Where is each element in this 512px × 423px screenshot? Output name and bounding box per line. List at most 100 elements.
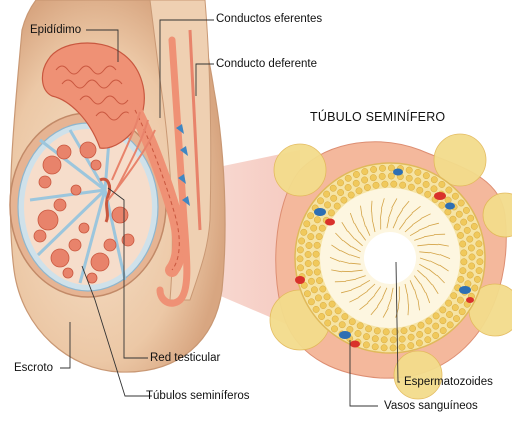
germ-cell	[312, 250, 320, 258]
germ-cell	[373, 327, 381, 335]
sperm-tail	[417, 244, 428, 247]
sperm-tail	[398, 220, 406, 230]
germ-cell	[387, 164, 395, 172]
sperm-tail	[335, 232, 344, 242]
germ-cell	[473, 275, 481, 283]
sperm-tail	[428, 268, 438, 276]
germ-cell	[312, 259, 320, 267]
germ-cell	[446, 321, 454, 329]
germ-cell	[473, 231, 481, 239]
germ-cell	[340, 196, 348, 204]
germ-cell	[327, 209, 335, 217]
germ-cell	[467, 244, 475, 252]
germ-cell	[460, 218, 468, 226]
sperm-tail	[439, 254, 451, 259]
germ-cell	[303, 290, 311, 298]
germ-cell	[475, 240, 483, 248]
germ-cell	[313, 216, 321, 224]
germ-cell	[379, 164, 386, 172]
germ-cell	[466, 235, 474, 243]
germ-cell	[310, 286, 318, 294]
germ-cell	[324, 201, 331, 209]
germ-cell	[407, 342, 415, 350]
sperm-tail	[360, 279, 371, 286]
germ-cell	[362, 341, 370, 349]
sperm-tail	[345, 278, 357, 282]
germ-cell	[361, 168, 369, 176]
leader-epididimo	[86, 29, 119, 62]
germ-cell	[312, 305, 320, 313]
germ-cell	[363, 184, 371, 191]
germ-cell	[355, 187, 363, 195]
germ-cell	[462, 206, 470, 214]
germ-cell	[417, 321, 425, 329]
neighbour-tubules	[269, 133, 512, 400]
blood-vessels	[295, 168, 474, 348]
label-conducto-deferente: Conducto deferente	[216, 58, 318, 70]
sperm-tail	[414, 236, 425, 241]
sperm-tail	[401, 200, 410, 210]
sperm-tail	[420, 283, 426, 294]
label-red-testicular: Red testicular	[150, 352, 221, 364]
germ-cell	[319, 302, 327, 309]
sperm-tail	[417, 269, 426, 278]
germ-cell	[298, 237, 306, 245]
germ-cell	[297, 264, 304, 272]
sperm-tail	[404, 283, 408, 295]
sperm-tail	[414, 289, 418, 300]
germ-cell	[313, 268, 321, 276]
germ-cell	[348, 318, 356, 326]
germ-cell	[439, 327, 447, 335]
germ-cell	[425, 317, 433, 325]
label-tubulos-seminiferos: Túbulos seminíferos	[146, 390, 250, 402]
germ-cell	[307, 277, 315, 285]
germ-cell	[470, 222, 478, 230]
leader-tubulos	[81, 265, 152, 397]
leader-espermatozoides	[395, 261, 400, 383]
epididymis-coils	[55, 65, 133, 121]
germ-cell	[344, 184, 352, 191]
germ-cell	[352, 171, 360, 178]
sperm-tail	[349, 297, 360, 303]
sperm-tail	[331, 244, 341, 252]
sperm-tail	[360, 205, 363, 217]
sperm-tail	[420, 213, 431, 219]
sperm-tail	[374, 286, 382, 296]
germ-cell	[407, 183, 415, 191]
sperm-tail	[423, 234, 435, 238]
germ-cell	[334, 307, 342, 315]
germ-cell	[398, 335, 406, 343]
germ-cell	[372, 181, 380, 189]
germ-cell	[304, 260, 312, 267]
germ-cell	[424, 327, 432, 335]
germ-cell	[347, 191, 355, 199]
sperm-tail	[387, 297, 392, 309]
sperm-tail	[392, 218, 398, 229]
sperm-tail	[342, 240, 352, 248]
sperm-tail	[367, 294, 376, 303]
germ-cell	[409, 325, 417, 332]
germ-cell	[407, 333, 415, 341]
germ-cell	[365, 325, 373, 333]
sperm-tail	[432, 284, 439, 295]
germ-cell	[303, 220, 311, 228]
germ-cell	[449, 215, 457, 223]
sperm-tail	[355, 275, 366, 280]
sperm-tail	[382, 287, 388, 298]
sperm-tail	[436, 274, 445, 284]
germ-cell	[416, 330, 424, 338]
sperm-tail	[341, 289, 352, 294]
germ-cell	[416, 186, 424, 194]
leader-conducto-deferente	[195, 63, 214, 96]
germ-cell	[370, 166, 378, 173]
label-vasos-sanguineos: Vasos sanguíneos	[384, 400, 478, 412]
sperm-tail	[419, 257, 431, 262]
leader-red-testicular	[107, 187, 148, 359]
germ-cell	[300, 228, 308, 236]
germ-cell	[415, 339, 423, 347]
germ-cell	[329, 184, 337, 192]
label-conductos-eferentes: Conductos eferentes	[216, 13, 323, 25]
germ-cell	[387, 172, 395, 180]
sperm-tail	[349, 212, 355, 224]
